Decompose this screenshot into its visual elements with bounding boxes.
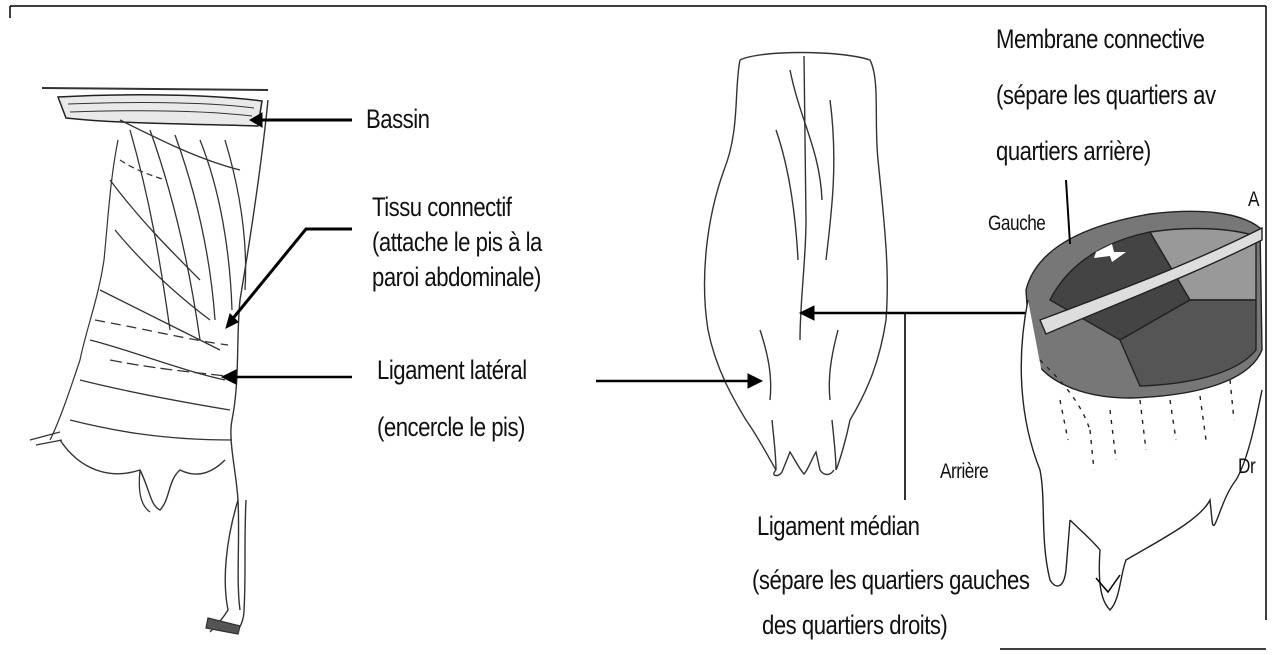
label-ligament-lateral: Ligament latéral	[377, 355, 527, 385]
label-membrane-connective: Membrane connective	[996, 24, 1204, 54]
label-dr-clip: Dr	[1238, 455, 1266, 485]
label-tissu-connectif-desc-1: (attache le pis à la	[372, 227, 542, 257]
label-bassin: Bassin	[366, 104, 430, 134]
label-membrane-clip: Membrane connective (sépare les quartier…	[996, 24, 1266, 184]
side-view-udder	[30, 88, 268, 634]
label-membrane-desc-1: (sépare les quartiers av	[996, 80, 1216, 110]
label-avant-cut: A	[1248, 188, 1259, 212]
label-ligament-median: Ligament médian	[757, 511, 919, 541]
rear-view-udder	[705, 53, 888, 476]
label-a-clip: A	[1248, 188, 1266, 218]
label-membrane-desc-2: quartiers arrière)	[996, 136, 1151, 166]
label-ligament-lateral-desc: (encercle le pis)	[377, 412, 525, 442]
label-arriere: Arrière	[940, 460, 988, 484]
label-ligament-median-desc-1: (sépare les quartiers gauches	[752, 565, 1029, 595]
quarters-udder-3d	[1021, 211, 1262, 610]
label-ligament-median-desc-2: des quartiers droits)	[762, 610, 947, 640]
label-tissu-connectif: Tissu connectif	[372, 192, 511, 222]
label-tissu-connectif-desc-2: paroi abdominale)	[372, 262, 541, 292]
label-droit-cut: Dr	[1238, 455, 1255, 479]
label-gauche: Gauche	[988, 212, 1045, 236]
pointer-lines-left	[222, 113, 352, 384]
